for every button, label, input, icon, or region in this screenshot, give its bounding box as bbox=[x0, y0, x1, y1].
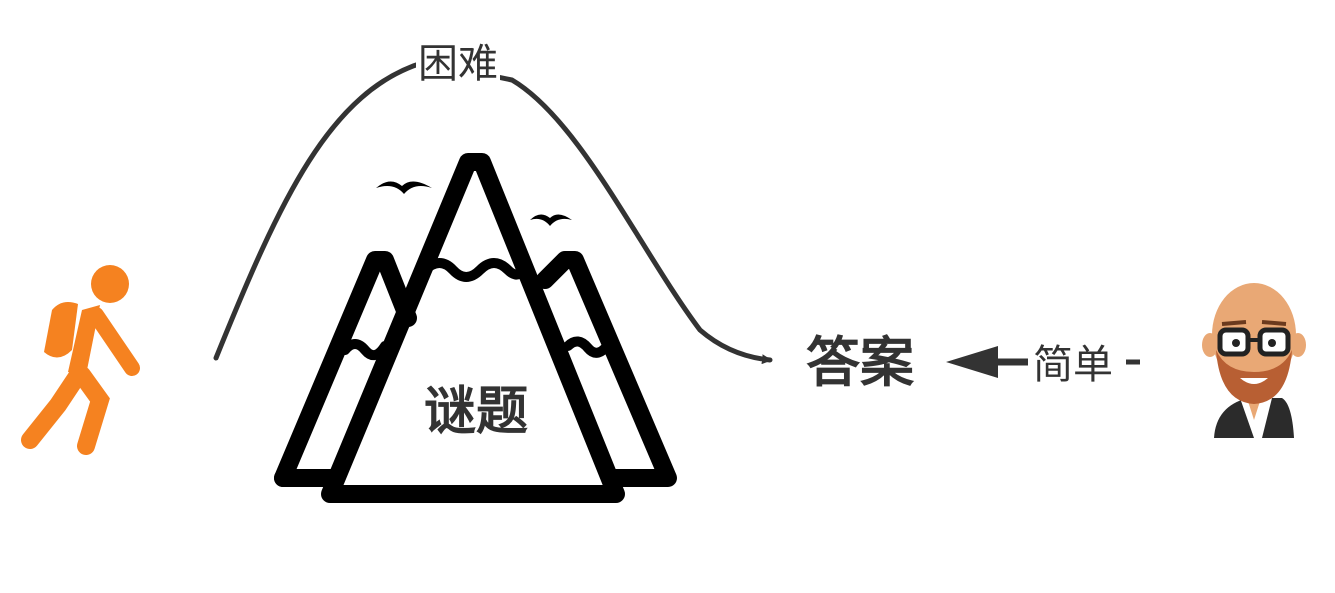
difficult-path-arrow bbox=[213, 59, 773, 365]
mountain-icon bbox=[274, 153, 677, 503]
difficult-label: 困难 bbox=[416, 41, 500, 87]
simple-label: 简单 bbox=[1031, 342, 1115, 388]
bird-icon bbox=[530, 214, 572, 226]
bird-icon bbox=[376, 181, 432, 194]
puzzle-label: 谜题 bbox=[424, 382, 529, 442]
simple-path-arrow bbox=[946, 346, 1140, 378]
bald-man-glasses-icon bbox=[1202, 283, 1306, 438]
answer-label: 答案 bbox=[806, 331, 914, 394]
hiker-icon bbox=[21, 265, 140, 455]
